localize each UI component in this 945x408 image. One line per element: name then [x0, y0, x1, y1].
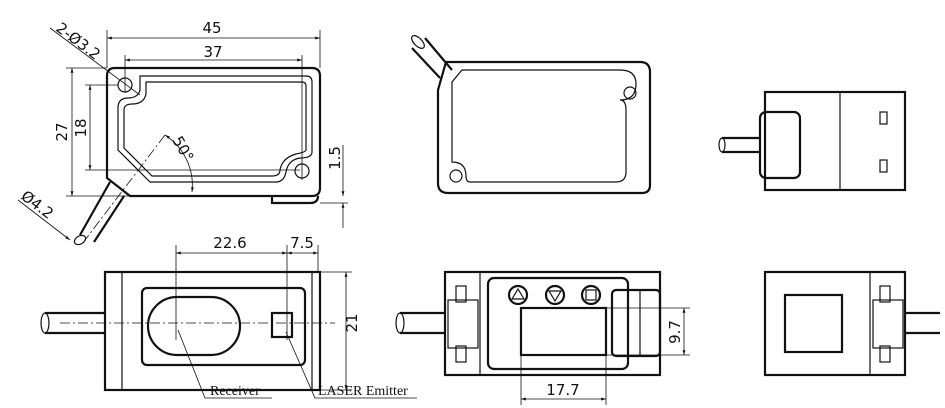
down-triangle-icon	[547, 290, 563, 303]
top-view-control-panel: 9.7 17.7	[395, 270, 690, 405]
end-view-bottom	[763, 270, 940, 377]
dim-display-height: 9.7	[666, 320, 684, 344]
dim-cable-angle: 50°	[169, 133, 198, 165]
front-view-optics: 22.6 7.5 21 Receiver LASER Emitter	[40, 234, 417, 399]
display-window	[519, 306, 608, 357]
mount-hole-icon	[449, 169, 463, 183]
dim-height-overall: 27	[53, 122, 71, 141]
dim-width-overall: 45	[202, 19, 221, 37]
end-view-top	[718, 90, 907, 192]
dim-display-width: 17.7	[546, 381, 579, 399]
dim-mount-holes: 2-Ø3.2	[53, 19, 104, 64]
dim-depth: 21	[343, 313, 361, 332]
dim-emitter-offset: 7.5	[290, 234, 314, 252]
side-view-dimensioned: 45 37 27 18 1.5 50° 2-Ø3.2 Ø4.2	[18, 19, 348, 246]
emitter-window	[270, 311, 294, 339]
mount-hole-icon	[623, 86, 637, 100]
square-icon	[585, 289, 597, 301]
up-triangle-icon	[510, 287, 526, 300]
label-laser-emitter: LASER Emitter	[318, 384, 408, 399]
receiver-lens	[146, 295, 242, 357]
dim-cable-diameter: Ø4.2	[18, 187, 57, 223]
set-button[interactable]	[580, 284, 602, 306]
dim-hole-spacing-v: 18	[72, 118, 90, 137]
dim-hole-spacing-h: 37	[203, 43, 222, 61]
side-view-rear	[411, 35, 652, 195]
label-receiver: Receiver	[210, 384, 260, 399]
dim-offset: 1.5	[326, 146, 344, 170]
down-button[interactable]	[544, 284, 566, 306]
up-button[interactable]	[507, 284, 529, 306]
dim-receiver-offset: 22.6	[213, 234, 246, 252]
